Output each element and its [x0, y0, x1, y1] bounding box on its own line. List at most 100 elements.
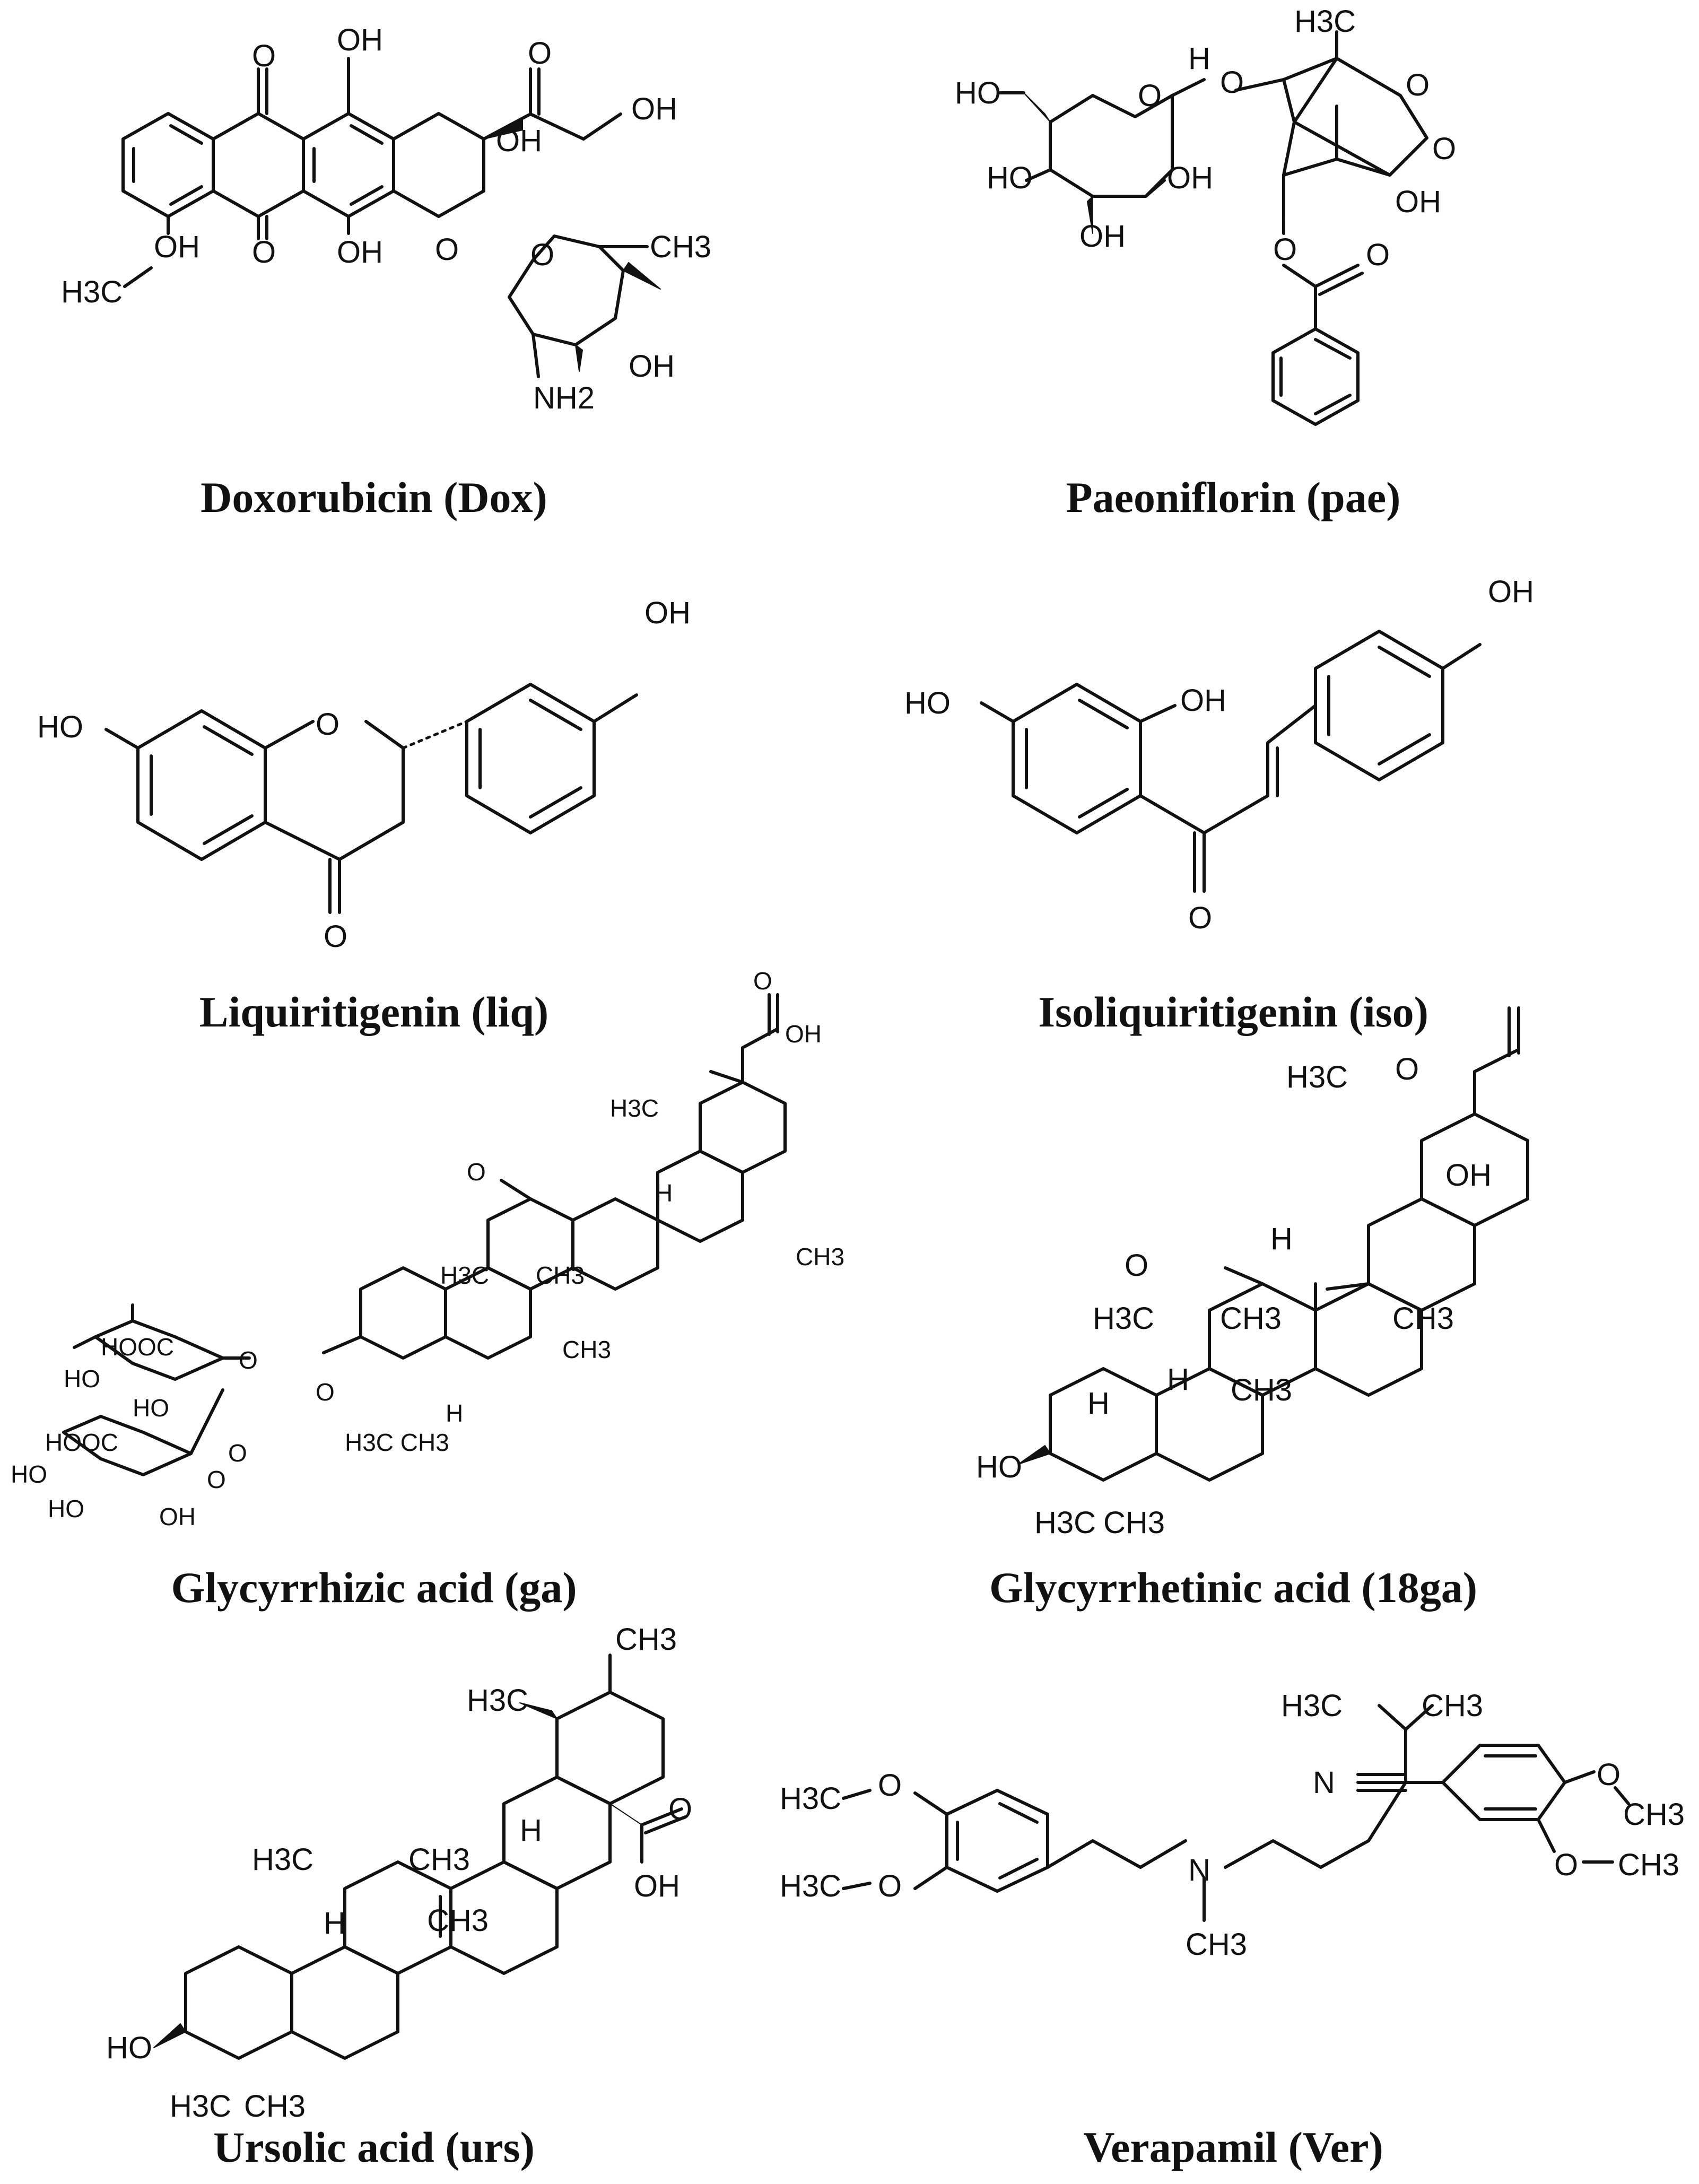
ver-atom-o-3: O	[878, 1869, 902, 1903]
liq-atom-oh: OH	[644, 596, 691, 630]
iso-atom-ho: HO	[904, 686, 951, 720]
18ga-atom-ch3-1: CH3	[1392, 1301, 1454, 1336]
pae-atom-oh2: OH	[1079, 219, 1126, 254]
ver-atom-o-1: O	[878, 1768, 902, 1803]
doxorubicin-structure	[121, 57, 661, 378]
pae-atom-h: H	[1188, 41, 1210, 76]
urs-atom-ch3-3: CH3	[427, 1903, 489, 1938]
ga-atom-oh: OH	[785, 1020, 822, 1048]
18ga-atom-oh: OH	[1445, 1158, 1492, 1193]
ga-atom-hooc-1: HOOC	[101, 1333, 174, 1361]
iso-atom-oh1: OH	[1488, 575, 1534, 609]
18ga-atom-o-carbonyl: O	[1395, 1052, 1419, 1086]
ga-atom-o-carbonyl: O	[753, 967, 772, 995]
urs-atom-h2: H	[324, 1906, 346, 1941]
ga-atom-ho-2: HO	[133, 1394, 169, 1422]
urs-atom-ch3-2: CH3	[408, 1842, 470, 1877]
ga-atom-h1: H	[655, 1179, 673, 1207]
18ga-atom-ch3-2: CH3	[1220, 1301, 1282, 1336]
pae-atom-ho1: HO	[955, 76, 1001, 110]
18ga-atom-ch3-3: CH3	[1231, 1373, 1292, 1407]
dox-atom-o3: O	[252, 235, 276, 269]
caption-isoliquiritigenin: Isoliquiritigenin (iso)	[1038, 988, 1428, 1036]
ga-atom-oh-2: OH	[159, 1503, 196, 1530]
18ga-atom-ch3-4: CH3	[1103, 1506, 1165, 1540]
dox-atom-o6: O	[530, 238, 554, 272]
18ga-atom-h3c-3: H3C	[1034, 1506, 1096, 1540]
pae-atom-o-link: O	[1220, 65, 1244, 100]
ga-atom-ho-4: HO	[48, 1495, 84, 1522]
ver-atom-h3c-3: H3C	[780, 1869, 841, 1903]
18ga-atom-h2: H	[1167, 1362, 1189, 1397]
dox-atom-oh1: OH	[337, 23, 383, 57]
ga-atom-ch3-3: CH3	[562, 1336, 611, 1363]
ga-atom-o-ring2: O	[207, 1466, 226, 1493]
caption-liquiritigenin: Liquiritigenin (liq)	[199, 988, 548, 1036]
urs-atom-ch3-1: CH3	[615, 1622, 677, 1657]
urs-atom-h3c-1: H3C	[467, 1683, 528, 1718]
18ga-atom-h1: H	[1270, 1222, 1293, 1256]
dox-atom-oh3: OH	[496, 124, 542, 158]
iso-atom-oh2: OH	[1180, 683, 1226, 718]
urs-atom-h3c-2: H3C	[252, 1842, 313, 1877]
ga-atom-h3c: H3C	[610, 1094, 659, 1122]
18ga-atom-h3: H	[1087, 1386, 1110, 1421]
ga-atom-o-glyco: O	[228, 1439, 247, 1467]
ver-atom-h3c-2: H3C	[780, 1781, 841, 1816]
18ga-atom-o-keto: O	[1125, 1248, 1148, 1283]
dox-atom-o1: O	[252, 39, 276, 73]
ver-atom-o-2: O	[1597, 1757, 1620, 1792]
ga-atom-ch3-2: CH3	[536, 1261, 585, 1289]
caption-paeoniflorin: Paeoniflorin (pae)	[1066, 473, 1401, 521]
ga-atom-ch3-1: CH3	[796, 1243, 844, 1271]
ursolic-acid-structure	[153, 1654, 687, 2060]
ver-atom-n-nitrile: N	[1313, 1765, 1335, 1800]
caption-verapamil: Verapamil (Ver)	[1083, 2123, 1383, 2171]
18ga-atom-h3c: H3C	[1286, 1060, 1348, 1094]
ga-atom-ho-1: HO	[64, 1365, 100, 1393]
ga-atom-o-link: O	[316, 1378, 335, 1406]
pae-atom-ho2: HO	[987, 161, 1033, 195]
paeoniflorin-structure	[998, 30, 1428, 426]
liq-atom-ho: HO	[37, 710, 83, 744]
ga-atom-hooc-2: HOOC	[45, 1429, 118, 1456]
glycyrrhizic-acid-structure	[62, 993, 787, 1476]
urs-atom-ch3-4: CH3	[244, 2089, 306, 2124]
urs-atom-h1: H	[520, 1813, 542, 1848]
dox-atom-o5: O	[435, 232, 459, 267]
dox-atom-nh2: NH2	[533, 381, 595, 415]
pae-atom-o-ring: O	[1138, 79, 1162, 113]
liq-atom-o-carbonyl: O	[324, 919, 347, 954]
caption-ursolic-acid: Ursolic acid (urs)	[213, 2123, 535, 2171]
caption-glycyrrhetinic-acid: Glycyrrhetinic acid (18ga)	[989, 1563, 1477, 1612]
18ga-atom-h3c-2: H3C	[1093, 1301, 1154, 1336]
ver-atom-ch3-3: CH3	[1618, 1848, 1679, 1882]
liq-atom-o-ring: O	[316, 707, 339, 742]
caption-glycyrrhizic-acid: Glycyrrhizic acid (ga)	[171, 1563, 577, 1612]
ga-atom-h3c-ch3: H3C CH3	[345, 1429, 449, 1456]
urs-atom-ho: HO	[106, 2031, 152, 2065]
pae-atom-h3c: H3C	[1294, 4, 1356, 39]
pae-atom-o-bridge1: O	[1406, 68, 1430, 102]
ver-atom-h3c-1: H3C	[1281, 1689, 1343, 1723]
isoliquiritigenin-structure	[980, 630, 1482, 893]
glycyrrhetinic-acid-structure	[1018, 1006, 1529, 1482]
dox-atom-ch3: CH3	[650, 230, 711, 264]
18ga-atom-ho: HO	[976, 1450, 1022, 1484]
ver-atom-ch3-2: CH3	[1623, 1797, 1685, 1832]
urs-atom-h3c-3: H3C	[170, 2089, 231, 2124]
ver-atom-ch3-4: CH3	[1186, 1927, 1247, 1962]
ga-atom-h2: H	[446, 1399, 463, 1427]
ver-atom-o-4: O	[1554, 1848, 1578, 1882]
pae-atom-oh1: OH	[1167, 161, 1213, 195]
dox-atom-oh4: OH	[337, 235, 383, 269]
ga-atom-o-ring1: O	[239, 1346, 258, 1374]
urs-atom-oh: OH	[634, 1869, 680, 1903]
pae-atom-o-carbonyl: O	[1366, 238, 1390, 272]
dox-atom-o4: OH	[154, 230, 200, 264]
dox-atom-h3c: H3C	[61, 275, 123, 309]
iso-atom-o: O	[1188, 901, 1212, 935]
pae-atom-o-bridge2: O	[1432, 132, 1456, 166]
liquiritigenin-structure	[104, 683, 638, 914]
